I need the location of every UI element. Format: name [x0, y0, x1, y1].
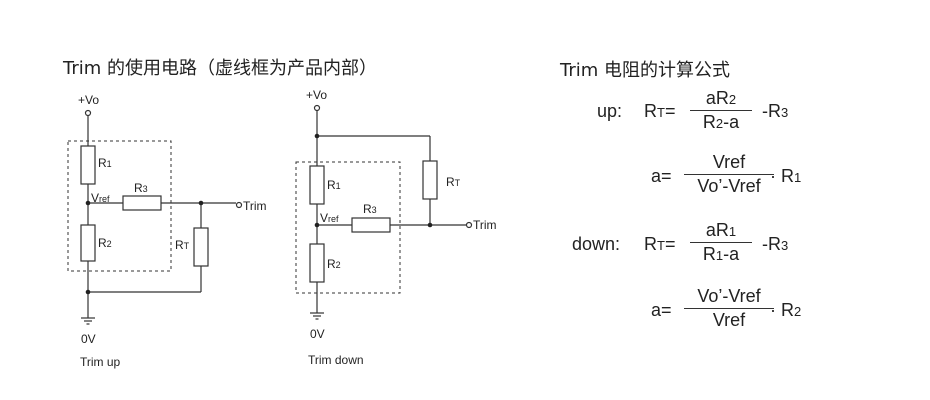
trim-up-r1-label: R1 — [98, 156, 112, 170]
trim-down-rt-label: RT — [446, 175, 461, 189]
formula-a1-numerator: Vref — [712, 152, 746, 172]
formula-up-tail: -R3 — [762, 101, 789, 121]
trim-down-circuit — [295, 104, 473, 320]
formula-a2-denominator: Vref — [712, 310, 746, 330]
trim-down-r2-resistor — [309, 243, 325, 283]
trim-down-r3-label: R3 — [363, 202, 377, 216]
formula-down-fraction: aR1 R1-a — [690, 220, 752, 265]
formula-a1-denominator: Vo’-Vref — [697, 176, 761, 196]
trim-up-rt-label: RT — [175, 238, 190, 252]
trim-up-output-label: Trim — [243, 199, 267, 213]
formula-down-label: down: — [572, 234, 621, 254]
trim-up-product-boundary — [67, 140, 172, 272]
trim-down-r1-resistor — [309, 165, 325, 205]
circuit-section-title: Trim 的使用电路（虚线框为产品内部） — [63, 58, 378, 79]
trim-up-vref-label: Vref — [91, 191, 110, 205]
trim-up-rt-resistor — [193, 227, 209, 267]
trim-up-caption: Trim up — [80, 355, 121, 369]
trim-down-r1-label: R1 — [327, 178, 341, 192]
formula-down-tail: -R3 — [762, 234, 789, 254]
formula-a2-lhs: a= — [651, 300, 672, 320]
formula-up-denominator: R2-a — [702, 112, 740, 132]
trim-up-r1-resistor — [80, 145, 96, 185]
formula-up-fraction: aR2 R2-a — [690, 88, 752, 133]
formula-a1-fraction: Vref Vo’-Vref — [684, 152, 774, 197]
trim-up-r2-label: R2 — [98, 236, 112, 250]
trim-up-r3-label: R3 — [134, 181, 148, 195]
formula-a2-tail: · R2 — [770, 300, 802, 320]
trim-down-rt-resistor — [422, 160, 438, 200]
trim-down-product-boundary — [295, 161, 401, 294]
formula-a1-tail: · R1 — [770, 166, 802, 186]
formula-down-lhs: RT= — [644, 234, 676, 254]
trim-down-supply-label: +Vo — [306, 88, 327, 102]
formula-a2-numerator: Vo’-Vref — [697, 286, 761, 306]
trim-up-circuit — [67, 109, 243, 325]
trim-down-ground-label: 0V — [310, 327, 325, 341]
trim-down-vref-label: Vref — [320, 211, 339, 225]
trim-down-dots — [314, 133, 433, 228]
formula-up-lhs: RT= — [644, 101, 676, 121]
formula-section-title: Trim 电阻的计算公式 — [560, 60, 731, 81]
trim-up-supply-label: +Vo — [78, 93, 99, 107]
trim-up-ground-label: 0V — [81, 332, 96, 346]
trim-down-r3-resistor — [351, 217, 391, 233]
trim-down-caption: Trim down — [308, 353, 364, 367]
formula-down-numerator: aR1 — [705, 220, 737, 240]
trim-down-r2-label: R2 — [327, 257, 341, 271]
circuit-diagrams: +Vo R1 Vref R3 R2 RT Trim 0V Trim up — [67, 88, 497, 369]
formula-a1-lhs: a= — [651, 166, 672, 186]
trim-up-dots — [85, 200, 204, 295]
trim-up-r3-resistor — [122, 195, 162, 211]
formula-a2-fraction: Vo’-Vref Vref — [684, 286, 774, 331]
trim-up-r2-resistor — [80, 224, 96, 262]
formula-up-numerator: aR2 — [705, 88, 737, 108]
formula-up-label: up: — [597, 101, 623, 121]
trim-down-output-label: Trim — [473, 218, 497, 232]
formula-down-denominator: R1-a — [702, 244, 740, 264]
